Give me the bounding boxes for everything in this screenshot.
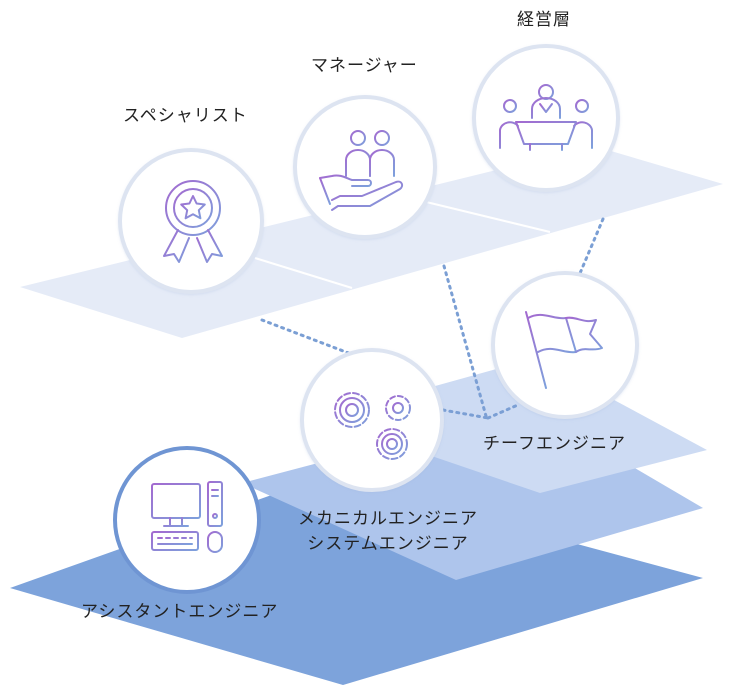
node-chief [491,271,639,419]
tier-divider [417,199,551,233]
label-specialist: スペシャリスト [123,106,248,126]
label-chief: チーフエンジニア [483,434,626,454]
node-management [472,44,620,192]
label-mechanical-line2: システムエンジニア [307,533,469,554]
label-manager: マネージャー [311,56,418,76]
tier-divider [254,257,353,289]
label-mechanical-line1: メカニカルエンジニア [298,509,478,529]
award-medal-icon [163,180,223,263]
label-assistant: アシスタントエンジニア [81,602,279,622]
gears-icon [334,392,411,460]
label-management: 経営層 [517,10,571,30]
label-mechanical: メカニカルエンジニア システムエンジニア [288,507,488,556]
node-mechanical [300,348,444,492]
node-assistant [113,446,261,594]
meeting-icon [497,84,595,151]
computer-icon [151,481,223,553]
node-manager [293,95,437,239]
flag-icon [525,311,603,389]
people-hand-icon [319,130,404,211]
node-specialist [118,148,264,294]
